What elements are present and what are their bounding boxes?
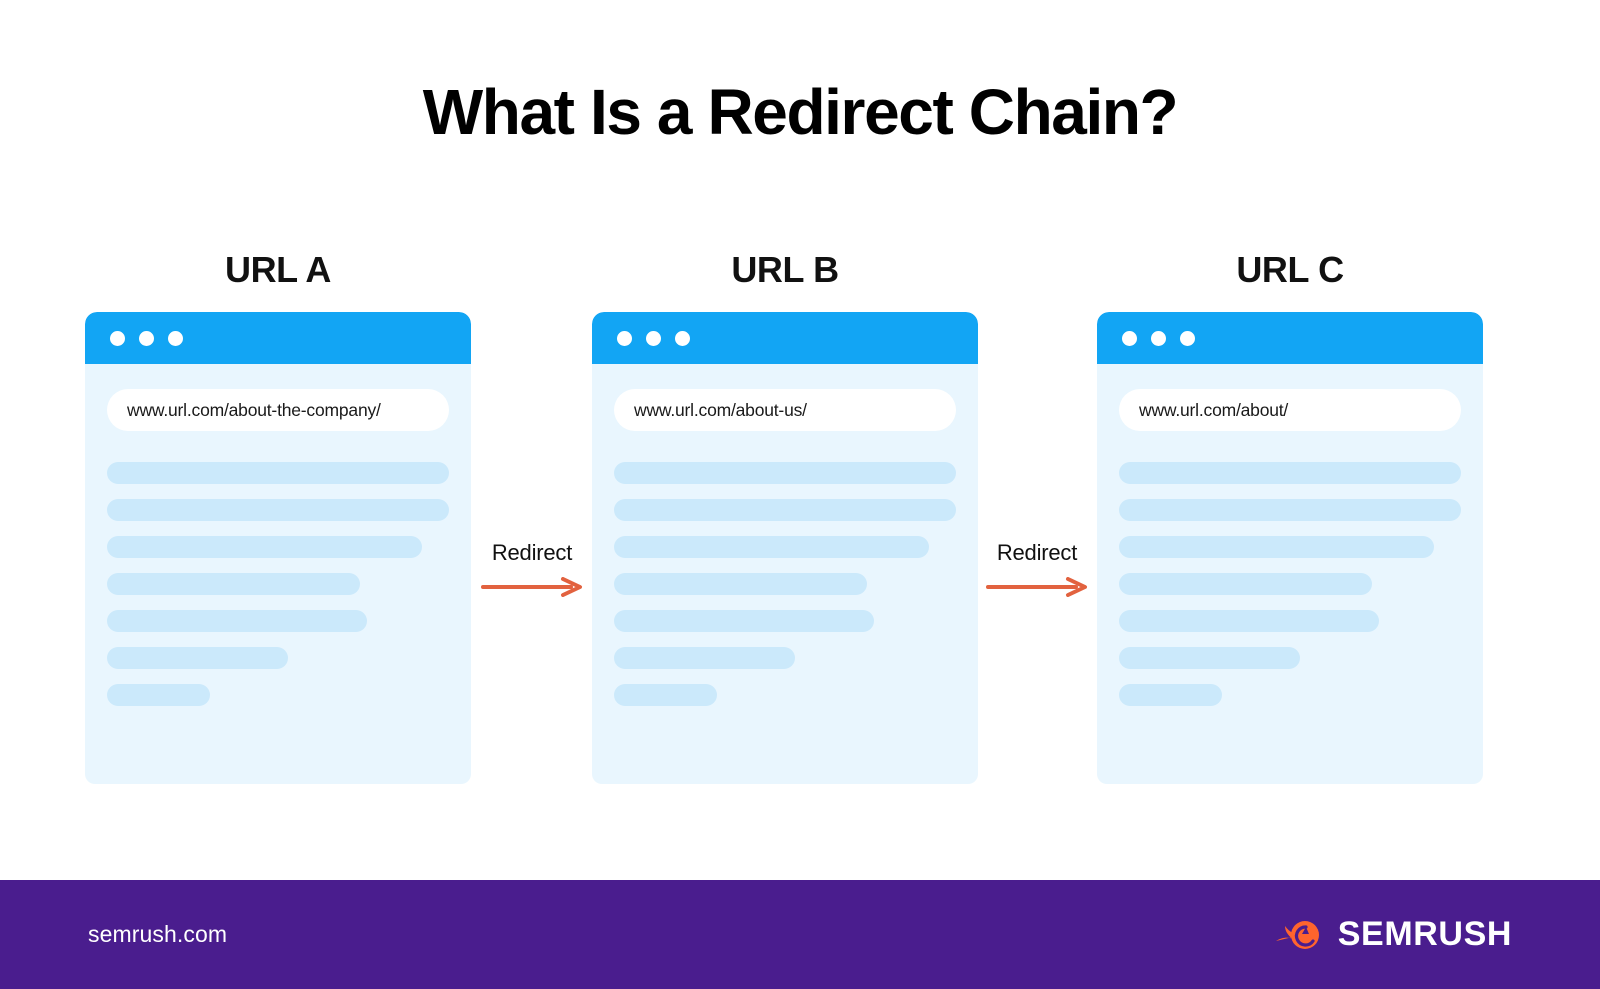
page-title: What Is a Redirect Chain?: [422, 76, 1179, 148]
placeholder-line: [614, 536, 929, 558]
window-dot-icon: [675, 330, 690, 346]
redirect-label: Redirect: [491, 540, 573, 565]
address-bar-url-a: www.url.com/about-the-company/: [127, 399, 381, 420]
semrush-wordmark: SEMRUSH: [1337, 915, 1512, 953]
url-card-a: URL A www.url.com/about-the-company/: [85, 252, 471, 784]
arrow-right-icon: [481, 577, 582, 597]
content-placeholder-lines-c: [1119, 462, 1461, 706]
placeholder-line: [1119, 610, 1379, 632]
address-bar-url-b: www.url.com/about-us/: [634, 399, 807, 420]
card-label-a: URL A: [224, 249, 331, 290]
address-bar-b[interactable]: www.url.com/about-us/: [614, 389, 956, 431]
redirect-connector-1: Redirect: [472, 542, 592, 597]
placeholder-line: [614, 647, 796, 669]
redirect-connector-2: Redirect: [977, 542, 1097, 597]
placeholder-line: [1119, 573, 1373, 595]
url-card-b: URL B www.url.com/about-us/: [592, 252, 978, 784]
placeholder-line: [614, 610, 874, 632]
window-dot-icon: [1180, 330, 1195, 346]
url-card-c: URL C www.url.com/about/: [1097, 252, 1483, 784]
placeholder-line: [1119, 499, 1461, 521]
window-dot-icon: [1151, 330, 1166, 346]
placeholder-line: [1119, 462, 1461, 484]
placeholder-line: [614, 499, 956, 521]
window-dot-icon: [646, 330, 661, 346]
placeholder-line: [1119, 684, 1222, 706]
placeholder-line: [107, 684, 210, 706]
content-placeholder-lines-a: [107, 462, 449, 706]
placeholder-line: [614, 573, 868, 595]
placeholder-line: [614, 462, 956, 484]
address-bar-a[interactable]: www.url.com/about-the-company/: [107, 389, 449, 431]
redirect-chain-diagram: URL A www.url.com/about-the-company/: [0, 252, 1600, 812]
semrush-brand: SEMRUSH: [1275, 915, 1512, 955]
arrow-right-icon: [986, 577, 1087, 597]
placeholder-line: [107, 610, 367, 632]
redirect-label: Redirect: [996, 540, 1078, 565]
window-dot-icon: [1122, 330, 1137, 346]
address-bar-url-c: www.url.com/about/: [1139, 399, 1289, 420]
browser-window-a: www.url.com/about-the-company/: [85, 312, 471, 784]
window-dot-icon: [110, 330, 125, 346]
placeholder-line: [107, 573, 361, 595]
window-dot-icon: [168, 330, 183, 346]
browser-window-b: www.url.com/about-us/: [592, 312, 978, 784]
address-bar-c[interactable]: www.url.com/about/: [1119, 389, 1461, 431]
content-placeholder-lines-b: [614, 462, 956, 706]
placeholder-line: [107, 536, 422, 558]
placeholder-line: [1119, 647, 1301, 669]
placeholder-line: [107, 647, 289, 669]
browser-titlebar-b: [592, 312, 978, 364]
placeholder-line: [107, 499, 449, 521]
browser-titlebar-a: [85, 312, 471, 364]
card-label-c: URL C: [1236, 249, 1344, 290]
placeholder-line: [1119, 536, 1434, 558]
footer-bar: semrush.com SEMRUSH: [0, 880, 1600, 989]
browser-titlebar-c: [1097, 312, 1483, 364]
placeholder-line: [107, 462, 449, 484]
card-label-b: URL B: [731, 249, 839, 290]
window-dot-icon: [139, 330, 154, 346]
window-dot-icon: [617, 330, 632, 346]
semrush-comet-logo-icon: [1275, 920, 1319, 949]
footer-site-url[interactable]: semrush.com: [88, 921, 228, 947]
placeholder-line: [614, 684, 717, 706]
browser-window-c: www.url.com/about/: [1097, 312, 1483, 784]
